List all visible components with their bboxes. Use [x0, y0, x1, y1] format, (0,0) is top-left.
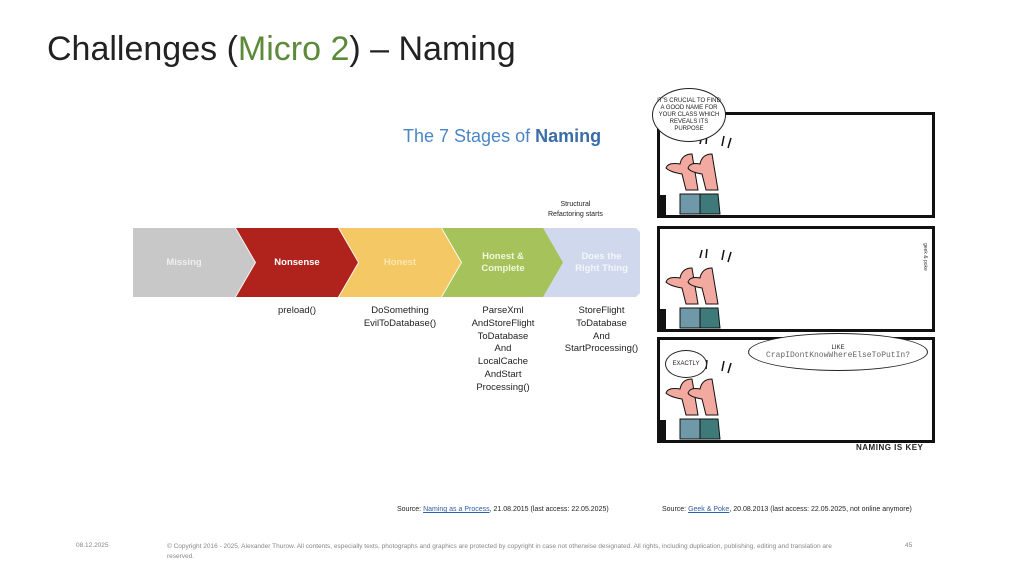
slide-title: Challenges (Micro 2) – Naming [47, 30, 516, 69]
stage-label: Nonsense [242, 257, 352, 269]
source-prefix: Source: [662, 506, 689, 513]
chevron-stage-2 [339, 228, 461, 297]
stage-label: Honest &Complete [448, 251, 558, 275]
chevron-stage-3 [442, 228, 564, 297]
example-line: preload() [277, 305, 317, 316]
source-suffix: , 20.08.2013 (last access: 22.05.2025, n… [729, 506, 912, 513]
stage-label-line: Complete [481, 262, 525, 274]
stage-label-line: Does the [581, 250, 622, 262]
stage-label: Missing [129, 257, 239, 269]
stage-label-line: Honest [383, 256, 417, 268]
bubble-like: LIKE [831, 345, 845, 351]
source-link-naming-as-a-process[interactable]: Naming as a Process [423, 506, 490, 513]
example-line: ToDatabase [576, 317, 627, 329]
example-line: StoreFlight [578, 305, 625, 316]
annotation-line: Structural [560, 201, 591, 208]
title-text-end: ) – Naming [349, 30, 516, 68]
stage-label-line: Honest & [482, 250, 524, 262]
stage-label: Honest [345, 257, 455, 269]
footer-copyright: © Copyright 2016 - 2025, Alexander Thuro… [167, 543, 832, 560]
diagram-heading: The 7 Stages of Naming [403, 126, 601, 147]
title-accent: Micro 2 [237, 30, 350, 68]
stage-label-line: Missing [166, 256, 202, 268]
example-line: EvilToDatabase() [363, 317, 437, 329]
speech-bubble-exactly: EXACTLY [665, 350, 707, 378]
example-line: ToDatabase [477, 330, 529, 342]
heading-bold: Naming [535, 126, 602, 146]
speech-bubble: IT'S CRUCIAL TO FIND A GOOD NAME FOR YOU… [652, 88, 726, 142]
footer-date: 08.12.2025 [76, 542, 109, 549]
stage-label-line: Nonsense [274, 256, 320, 268]
stage-label-line: Right Thing [575, 262, 628, 274]
comic-caption: NAMING IS KEY [856, 443, 924, 452]
comic-character-2 [658, 359, 732, 440]
example-line: StartProcessing() [564, 343, 639, 355]
chevron-stage-4 [543, 228, 640, 297]
chevron-stage-0 [133, 228, 255, 297]
example-line: AndStoreFlight [471, 317, 535, 329]
source-naming: Source: Naming as a Process, 21.08.2015 … [397, 506, 609, 513]
title-text: Challenges ( [47, 30, 238, 68]
comic-signature: geek & poke [922, 243, 928, 271]
example-line: DoSomething [371, 305, 429, 316]
comic-character-1 [658, 248, 732, 329]
heading-prefix: The 7 Stages of [403, 126, 536, 146]
source-geek-poke: Source: Geek & Poke, 20.08.2013 (last ac… [662, 506, 912, 513]
example-line: And [593, 330, 610, 342]
annotation-line: Refactoring starts [548, 211, 603, 218]
source-suffix: , 21.08.2015 (last access: 22.05.2025) [489, 506, 609, 513]
footer-page-number: 45 [905, 542, 913, 549]
stage-example: preload() [237, 305, 357, 318]
comic-character-0 [658, 134, 732, 215]
example-line: Processing() [476, 381, 530, 393]
chevron-stage-1 [236, 228, 358, 297]
example-line: AndStart [484, 368, 522, 380]
bubble-code: CrapIDontKnowWhereElseToPutIn? [765, 351, 911, 360]
example-line: ParseXml [482, 305, 524, 316]
example-line: And [494, 343, 512, 355]
source-link-geek-poke[interactable]: Geek & Poke [688, 506, 730, 513]
source-prefix: Source: [397, 506, 424, 513]
example-line: LocalCache [477, 356, 529, 368]
